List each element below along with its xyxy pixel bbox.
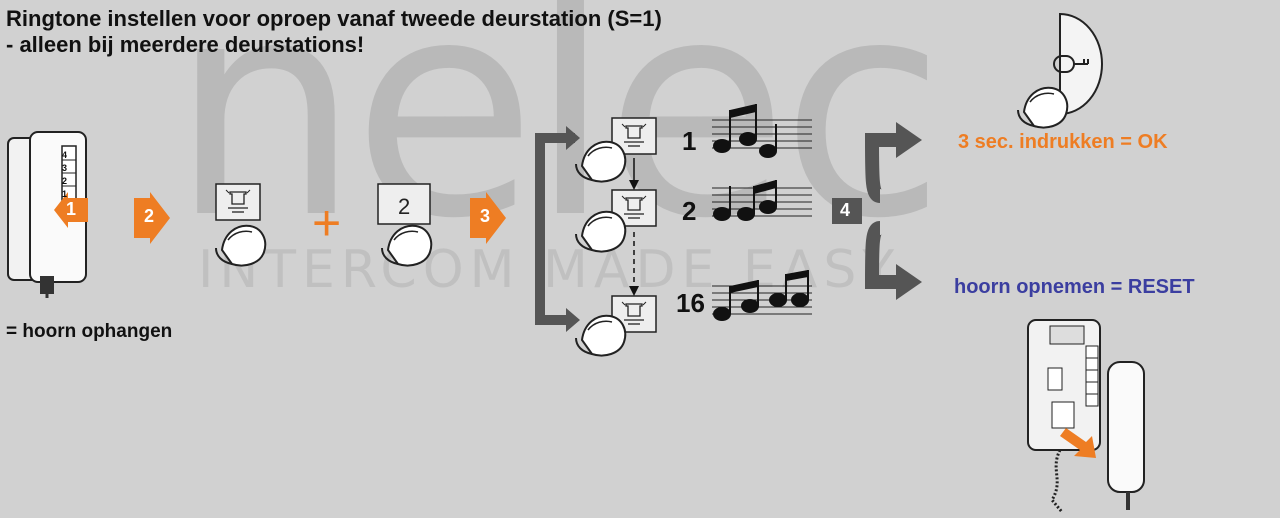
plus-sign: +	[312, 195, 341, 251]
watermark-slogan: INTERCOM MADE EASY	[198, 240, 901, 300]
key-button-press	[1017, 12, 1103, 129]
tone-label-2: 2	[682, 196, 697, 226]
bell-key-press	[215, 183, 267, 267]
cycle-bracket	[535, 133, 575, 325]
tone-row-1	[575, 104, 813, 183]
svg-text:2: 2	[62, 176, 67, 186]
title-line-2: - alleen bij meerdere deurstations!	[6, 32, 365, 57]
svg-text:4: 4	[62, 150, 67, 160]
svg-text:1: 1	[62, 189, 67, 199]
ok-caption: 3 sec. indrukken = OK	[958, 131, 1168, 153]
title-line-1: Ringtone instellen voor oproep vanaf twe…	[6, 6, 662, 31]
watermark-brand: nelec	[170, 0, 946, 284]
step-1-label: 1	[66, 199, 77, 219]
intercom-handset-hung	[7, 131, 87, 298]
intercom-handset-lifted	[1027, 319, 1145, 513]
hang-up-caption: = hoorn ophangen	[6, 321, 173, 342]
tone-row-2	[575, 180, 813, 253]
svg-text:3: 3	[62, 163, 67, 173]
step-3-arrow	[470, 192, 506, 244]
tone-label-1: 1	[682, 126, 697, 156]
step-1-arrow	[54, 192, 88, 228]
digit-key-press: 2	[377, 183, 433, 267]
instruction-title: Ringtone instellen voor oproep vanaf twe…	[6, 6, 662, 58]
tone-row-16	[575, 270, 813, 357]
reset-caption: hoorn opnemen = RESET	[954, 276, 1195, 298]
tone-label-16: 16	[676, 288, 705, 318]
step-2-arrow	[134, 192, 170, 244]
step-4-label: 4	[840, 200, 851, 220]
branch-arrows	[832, 122, 922, 300]
svg-text:2: 2	[398, 194, 410, 219]
step-3-label: 3	[480, 206, 491, 226]
step-2-label: 2	[144, 206, 155, 226]
